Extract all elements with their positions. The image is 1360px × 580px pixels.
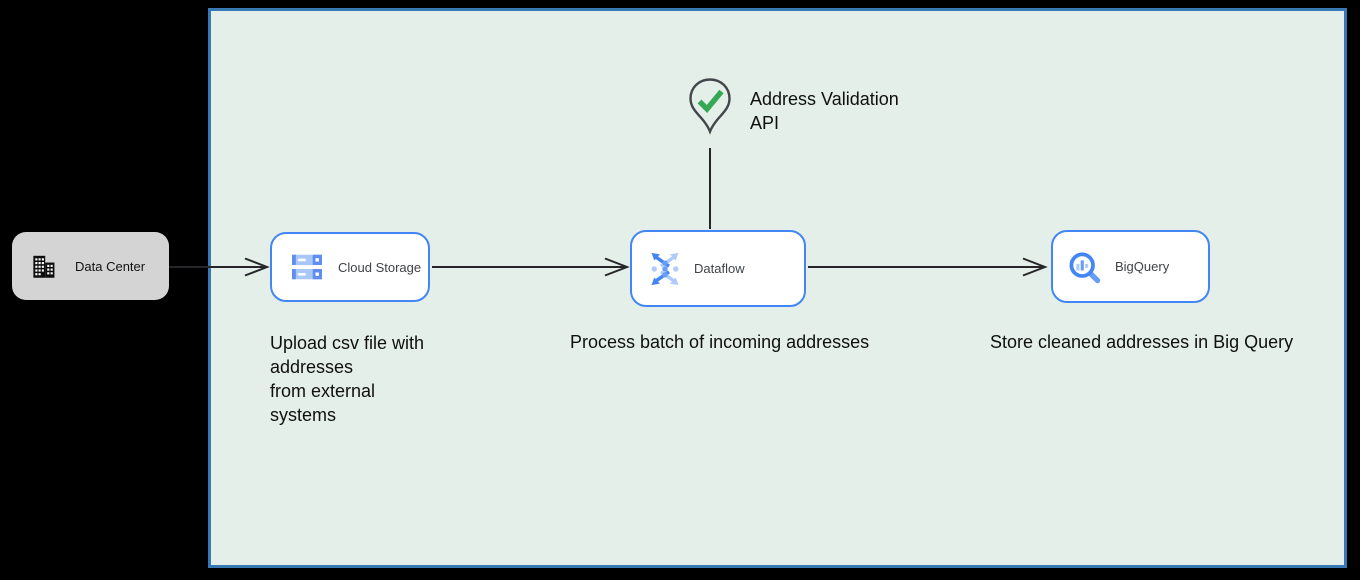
node-data-center[interactable]: Data Center <box>12 232 169 300</box>
bigquery-icon <box>1069 252 1101 283</box>
check-icon <box>697 89 724 114</box>
node-cloud-storage[interactable]: Cloud Storage <box>270 232 430 302</box>
data-center-label: Data Center <box>75 258 146 274</box>
cloud-storage-label: Cloud Storage <box>338 259 422 275</box>
dataflow-label: Dataflow <box>694 261 745 276</box>
bigquery-caption: Store cleaned addresses in Big Query <box>990 332 1294 352</box>
address-validation-pin-icon <box>689 78 731 135</box>
cloud-storage-caption: Upload csv file with addresses from exte… <box>270 333 425 425</box>
cloud-storage-icon <box>292 254 322 280</box>
dataflow-caption: Process batch of incoming addresses <box>570 332 870 352</box>
address-validation-label: Address Validation API <box>750 89 899 133</box>
dataflow-icon <box>651 252 679 285</box>
bigquery-label: BigQuery <box>1115 259 1170 274</box>
data-center-icon <box>33 255 55 278</box>
node-dataflow[interactable]: Dataflow <box>630 230 806 307</box>
node-bigquery[interactable]: BigQuery <box>1051 230 1210 303</box>
